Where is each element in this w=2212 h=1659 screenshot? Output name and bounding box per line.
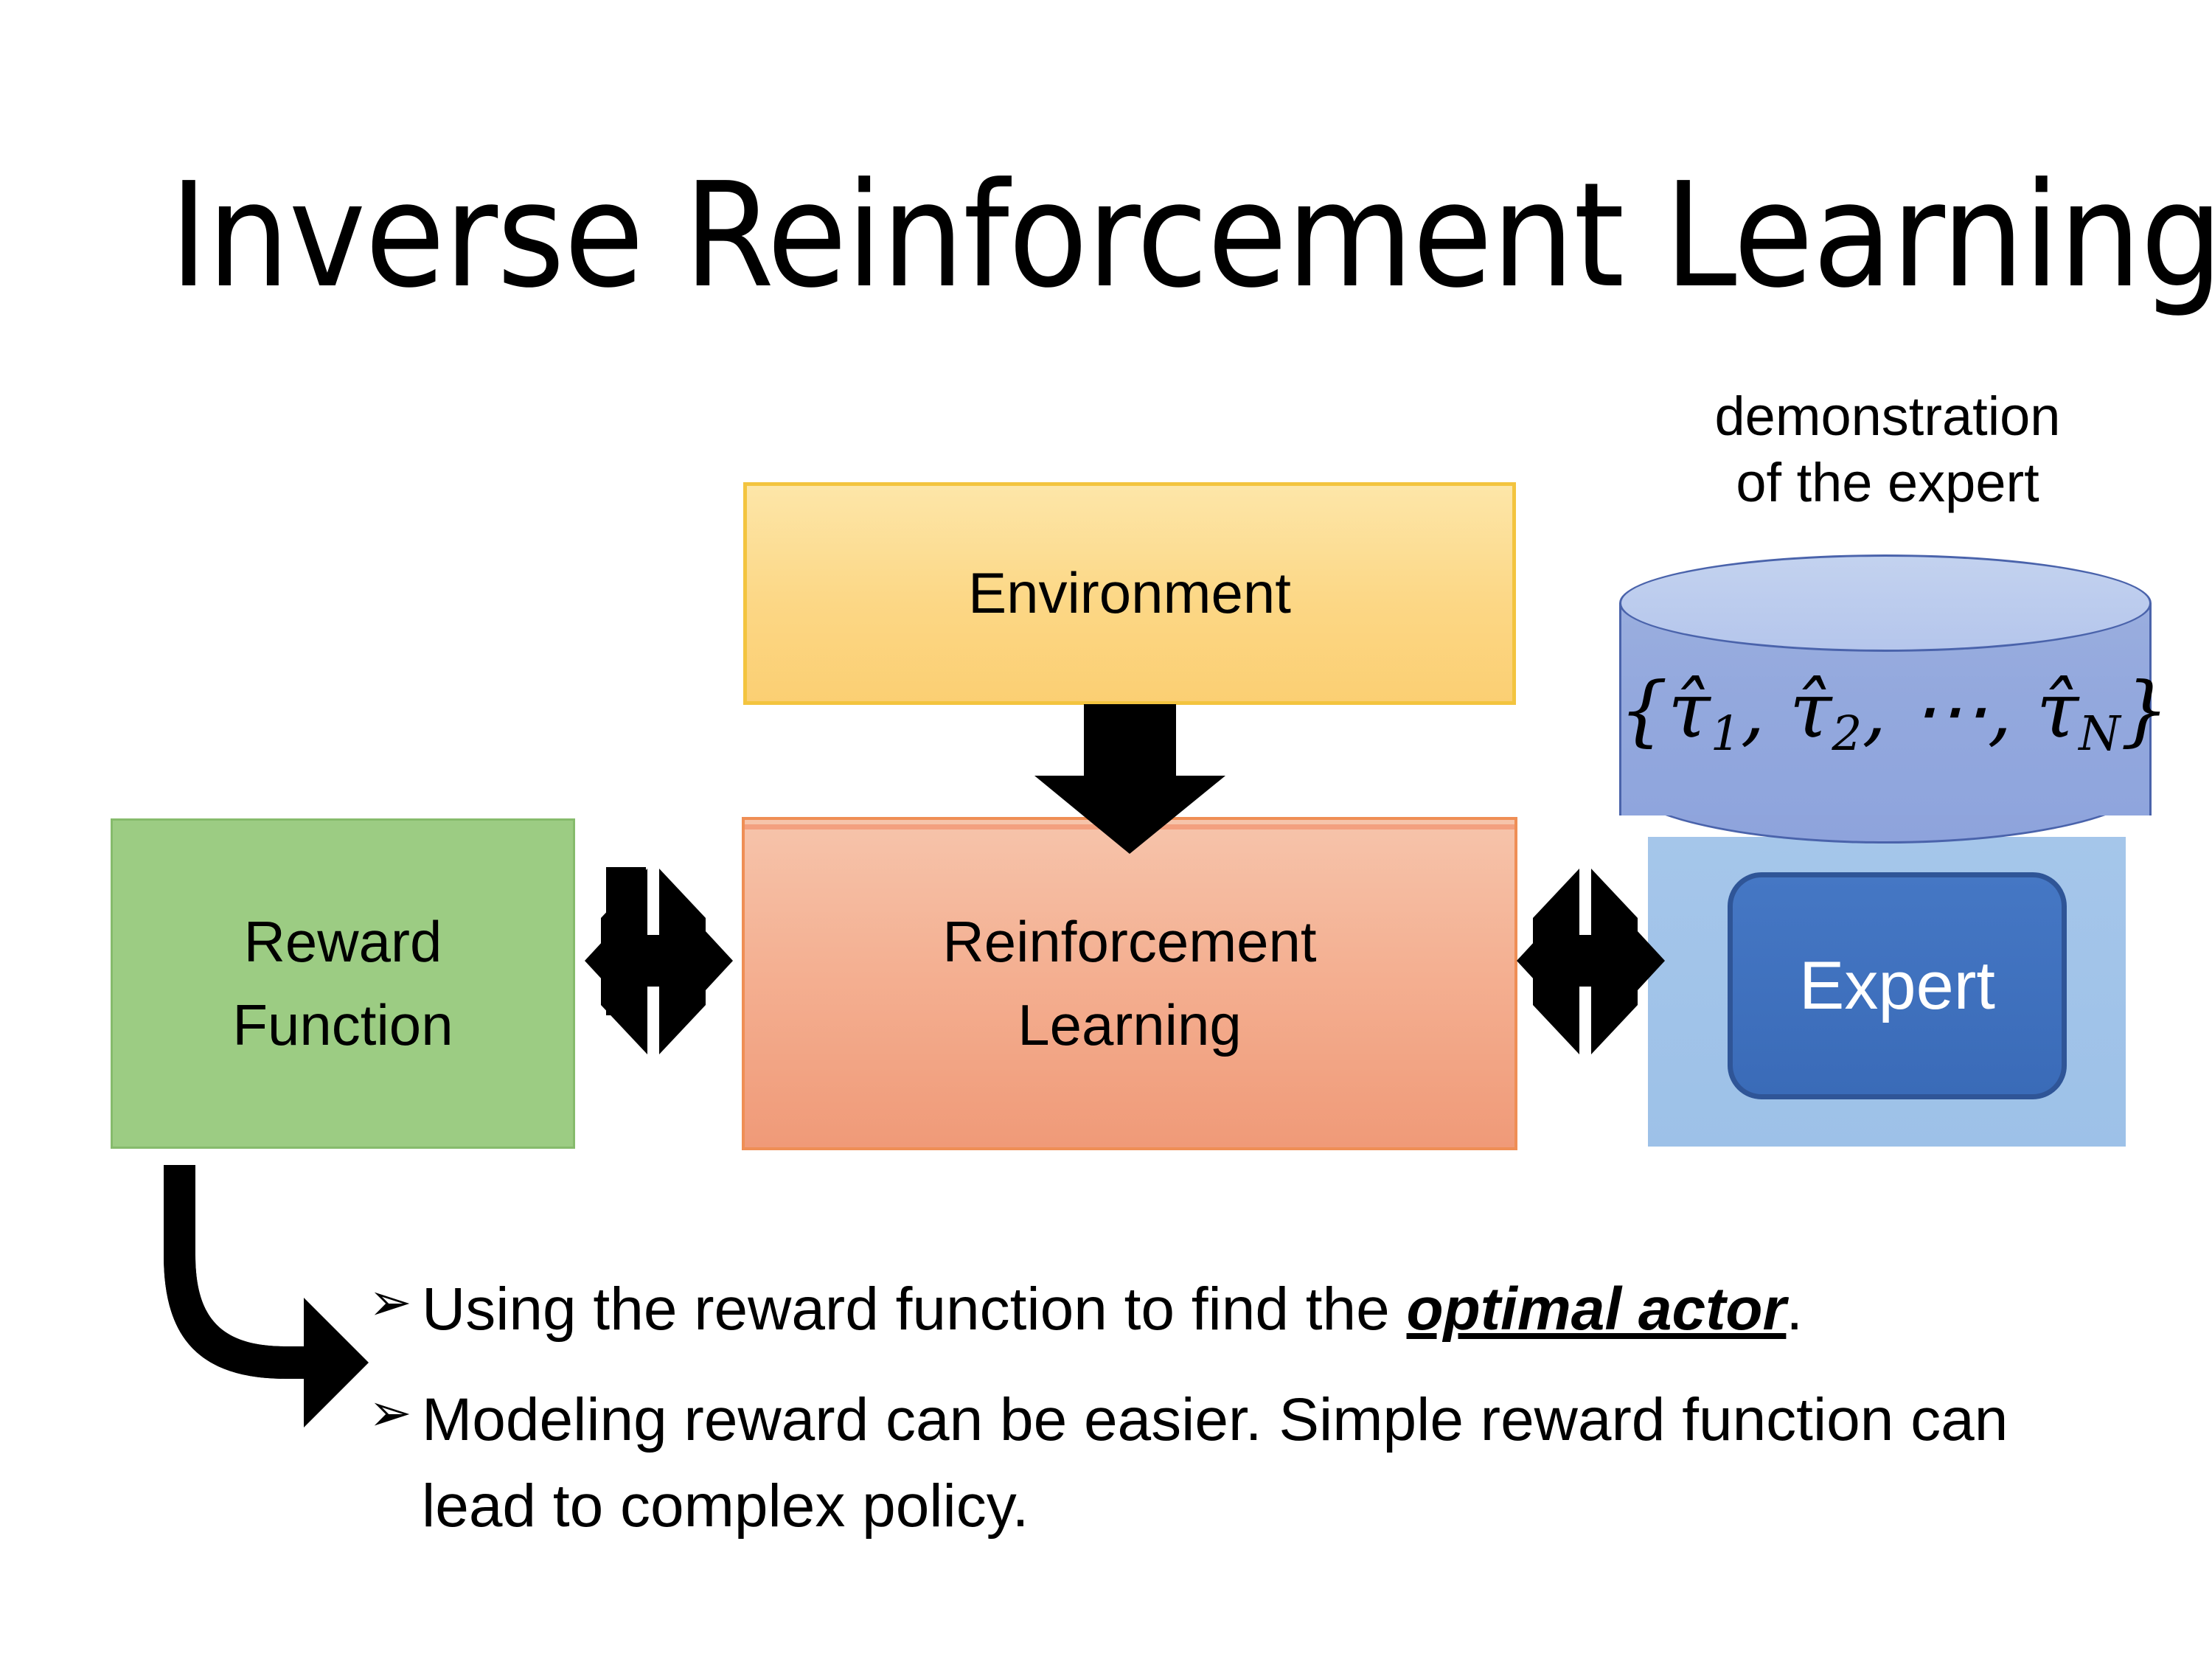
bullet-1-emphasis: optimal actor bbox=[1406, 1276, 1787, 1343]
formula-sep-2: , ⋯, bbox=[1862, 665, 2037, 755]
reward-function-box[interactable]: Reward Function bbox=[111, 818, 575, 1149]
rl-expert-double-arrow-icon bbox=[1517, 869, 1665, 1054]
formula-sep-1: , bbox=[1740, 665, 1790, 755]
bullet-arrow-icon: ➢ bbox=[369, 1273, 412, 1331]
page-title: Inverse Reinforcement Learning bbox=[170, 152, 2212, 320]
formula-tau-1: τ̂ bbox=[1668, 665, 1711, 755]
bullet-1-trail: . bbox=[1786, 1276, 1804, 1343]
bullet-2-lead: Modeling reward can be easier. Simple re… bbox=[422, 1386, 2008, 1540]
expert-box[interactable]: Expert bbox=[1728, 872, 2067, 1099]
demonstration-cylinder: {τ̂1, τ̂2, ⋯, τ̂N} bbox=[1619, 554, 2169, 844]
trajectory-set-formula: {τ̂1, τ̂2, ⋯, τ̂N} bbox=[1619, 665, 2169, 762]
cylinder-top-ellipse bbox=[1619, 554, 2152, 652]
formula-tau-n: τ̂ bbox=[2036, 665, 2079, 755]
list-item: ➢ Using the reward function to find the … bbox=[369, 1267, 2087, 1352]
formula-close-brace: } bbox=[2120, 665, 2169, 755]
bullet-text-1: Using the reward function to find the op… bbox=[422, 1267, 2087, 1352]
demonstration-caption: demonstration of the expert bbox=[1714, 386, 2061, 514]
reward-function-label: Reward Function bbox=[232, 908, 453, 1057]
environment-label: Environment bbox=[968, 560, 1291, 626]
bullet-arrow-icon: ➢ bbox=[369, 1384, 412, 1442]
formula-sub-2: 2 bbox=[1832, 706, 1863, 762]
formula-open-brace: { bbox=[1619, 665, 1669, 755]
environment-box[interactable]: Environment bbox=[743, 482, 1516, 705]
formula-tau-2: τ̂ bbox=[1789, 665, 1832, 755]
reinforcement-learning-box[interactable]: Reinforcement Learning bbox=[742, 817, 1517, 1150]
bullet-1-lead: Using the reward function to find the bbox=[422, 1276, 1407, 1343]
list-item: ➢ Modeling reward can be easier. Simple … bbox=[369, 1377, 2087, 1549]
reward-to-bullets-elbow-arrow-icon bbox=[164, 1165, 369, 1427]
formula-sub-n: N bbox=[2079, 706, 2121, 762]
reward-rl-double-arrow-icon bbox=[585, 867, 733, 1054]
expert-label: Expert bbox=[1799, 947, 1995, 1023]
formula-sub-1: 1 bbox=[1710, 706, 1741, 762]
reinforcement-learning-label: Reinforcement Learning bbox=[942, 908, 1317, 1057]
bullet-list: ➢ Using the reward function to find the … bbox=[369, 1267, 2087, 1574]
bullet-text-2: Modeling reward can be easier. Simple re… bbox=[422, 1377, 2087, 1549]
